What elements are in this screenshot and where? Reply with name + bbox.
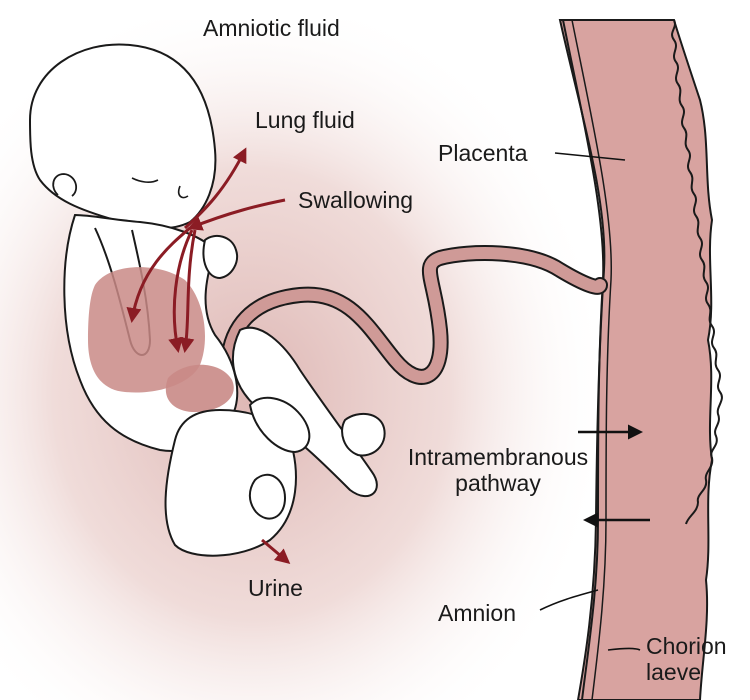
label-lung-fluid: Lung fluid	[255, 107, 355, 133]
fetus-ear	[53, 174, 76, 196]
label-placenta: Placenta	[438, 140, 528, 166]
label-urine: Urine	[248, 575, 303, 601]
fetus-hand	[203, 236, 237, 278]
label-amniotic-fluid: Amniotic fluid	[203, 15, 340, 41]
label-chorion-line2: laeve	[646, 659, 727, 685]
fetus-foot-2	[342, 414, 385, 456]
label-chorion-laeve: Chorion laeve	[646, 633, 727, 686]
label-intramembranous-pathway: Intramembranous pathway	[382, 444, 614, 497]
fetus-buttock	[250, 475, 285, 519]
label-intramembranous-line1: Intramembranous	[382, 444, 614, 470]
label-chorion-line1: Chorion	[646, 633, 727, 659]
label-intramembranous-line2: pathway	[382, 470, 614, 496]
label-swallowing: Swallowing	[298, 187, 413, 213]
label-amnion: Amnion	[438, 600, 516, 626]
